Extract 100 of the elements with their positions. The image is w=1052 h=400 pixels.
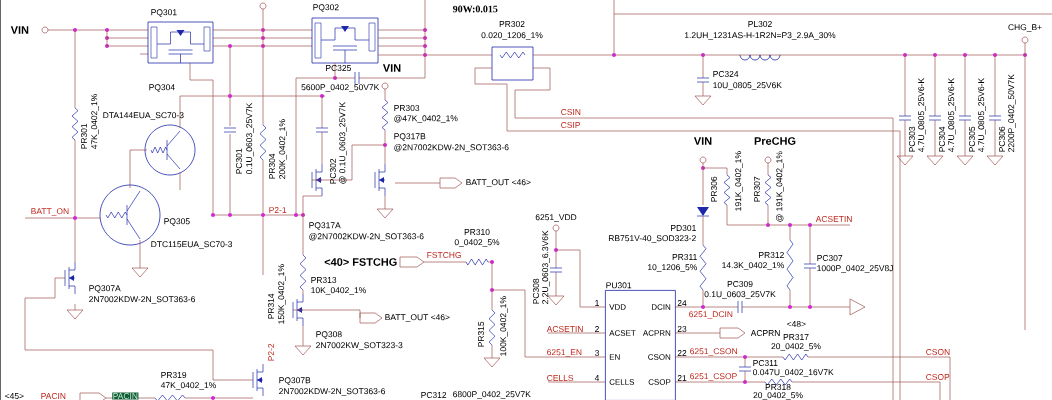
net-label: CSON [926,349,950,355]
component-label: PQ301 [151,9,177,17]
net-label: CSOP [926,374,950,380]
net-label: PACIN [112,392,139,400]
node-label: 21 [677,375,687,381]
value-label: 4.7U_0805_25V6-K [918,78,926,153]
value-label: @2N7002KDW-2N_SOT363-6 [309,233,424,241]
component-label: PC302 [330,158,336,184]
value-label: 2.2U_0603_6.3V6K [542,230,550,304]
component-label: PC324 [713,71,739,77]
value-label: 14.3K_0402_1% [722,262,784,270]
component-label: PQ317A [309,222,341,230]
component-label: PR312 [759,252,784,258]
component-label: PR307 [754,176,760,202]
net-label: BATT_ON [31,208,69,216]
value-label: 200K_0402_1% [279,119,287,179]
component-label: PC304 [939,126,945,152]
value-label: 47K_0402_1% [160,382,216,390]
value-label: 20_0402_5% [771,343,821,351]
component-label: PQ304 [149,84,175,92]
component-label: PR319 [161,372,187,378]
power-label: VIN [693,137,712,145]
component-label: PQ308 [316,331,342,339]
component-label: PQ307A [89,285,121,293]
component-label: PQ317B [394,133,426,141]
node-label: 22 [677,350,687,356]
component-label: PC303 [909,126,915,152]
value-label: @ 191K_0402_1% [776,151,784,222]
value-label: 1.2UH_1231AS-H-1R2N=P3_2.9A_30% [684,32,836,40]
node-label: 24 [677,300,687,306]
value-label: 1000P_0402_25V8J [817,265,893,273]
value-label: RB751V-40_SOD323-2 [608,235,696,243]
value-label: 0.1U_0603_25V7K [246,102,254,174]
net-label: 6251_VDD [535,214,577,222]
page-reference: <48> [787,321,806,327]
value-label: DTC115EUA_SC70-3 [151,241,233,249]
component-label: PR314 [268,293,274,319]
net-label: BATT_OUT <46> [385,314,450,322]
value-label: 0.047U_0402_16V7K [753,369,834,377]
net-label: CELLS [547,375,574,381]
net-label: FSTCHG [427,252,461,258]
power-label: VIN [382,64,401,72]
value-label: @2N7002KDW-2N_SOT363-6 [394,144,509,152]
net-label: 6251_CSOP [690,373,737,381]
net-label: CSIN [561,109,581,115]
value-label: 150K_0402_1% [278,264,286,324]
component-label: PC301 [236,148,242,174]
component-label: PR303 [394,105,420,111]
net-label: P2-1 [269,207,287,213]
net-label: CSIP [561,122,580,128]
node-label: 2 [595,326,599,332]
value-label: 0.1U_0603_25V7K [704,291,776,299]
node-label: 3 [594,350,599,356]
value-label: 20_0402_5% [753,392,803,400]
component-label: PR313 [311,277,337,283]
component-label: PR302 [499,21,525,27]
value-label: 47K_0402_1% [91,94,99,150]
power-label: VIN [10,26,29,34]
component-label: PR311 [672,254,697,260]
component-label: PC325 [326,65,351,71]
value-label: 5600P_0402_50V7K [301,84,380,92]
value-label: 10U_0805_25V6K [713,82,782,90]
value-label: 6800P_0402_25V7K [453,391,531,399]
net-label: ACPRN [750,330,780,336]
node-label: PU301 [606,282,632,289]
component-label: PQ307B [279,377,311,385]
page-reference: <45> [5,393,24,399]
value-label: 2N7002KW_SOT323-3 [316,342,403,350]
component-label: PR318 [765,384,791,390]
value-label: 2N7002KDW-2N_SOT363-6 [89,296,195,304]
component-label: PC308 [533,278,539,304]
component-label: PR304 [269,153,275,179]
component-label: PL302 [748,21,772,27]
value-label: DTA144EUA_SC70-3 [103,112,184,120]
node-label: 4 [594,375,600,381]
net-label: BATT_OUT <46> [466,179,531,187]
rating-label: 90W:0.015 [452,5,498,13]
component-label: PR310 [464,229,490,235]
connector-label: <40> FSTCHG [324,258,397,266]
value-label: 100K_0402_1% [500,296,508,356]
component-label: PC309 [727,281,753,287]
net-label: 6251_CSON [690,348,737,356]
component-label: PC306 [999,126,1005,152]
net-label: ACSETIN [546,326,583,332]
value-label: 0.020_1206_1% [481,32,543,40]
value-label: 4.7U_0805_25V6-K [978,78,986,153]
component-label: PC311 [753,360,778,366]
component-label: PR317 [783,334,809,340]
net-label: PACIN [41,393,66,399]
value-label: 10K_0402_1% [311,287,366,295]
node-label: 1 [595,300,599,306]
node-label: 23 [677,326,687,332]
component-label: PC312 [421,392,447,398]
net-label: 6251_EN [547,349,582,357]
value-label: 4.7U_0805_25V6-K [948,78,956,153]
value-label: 2N7002KDW-2N_SOT363-6 [279,388,385,396]
component-label: PR301 [81,123,87,149]
value-label: 10_1206_5% [648,264,697,272]
net-label: P2-2 [268,343,274,361]
component-label: PQ302 [313,4,339,12]
